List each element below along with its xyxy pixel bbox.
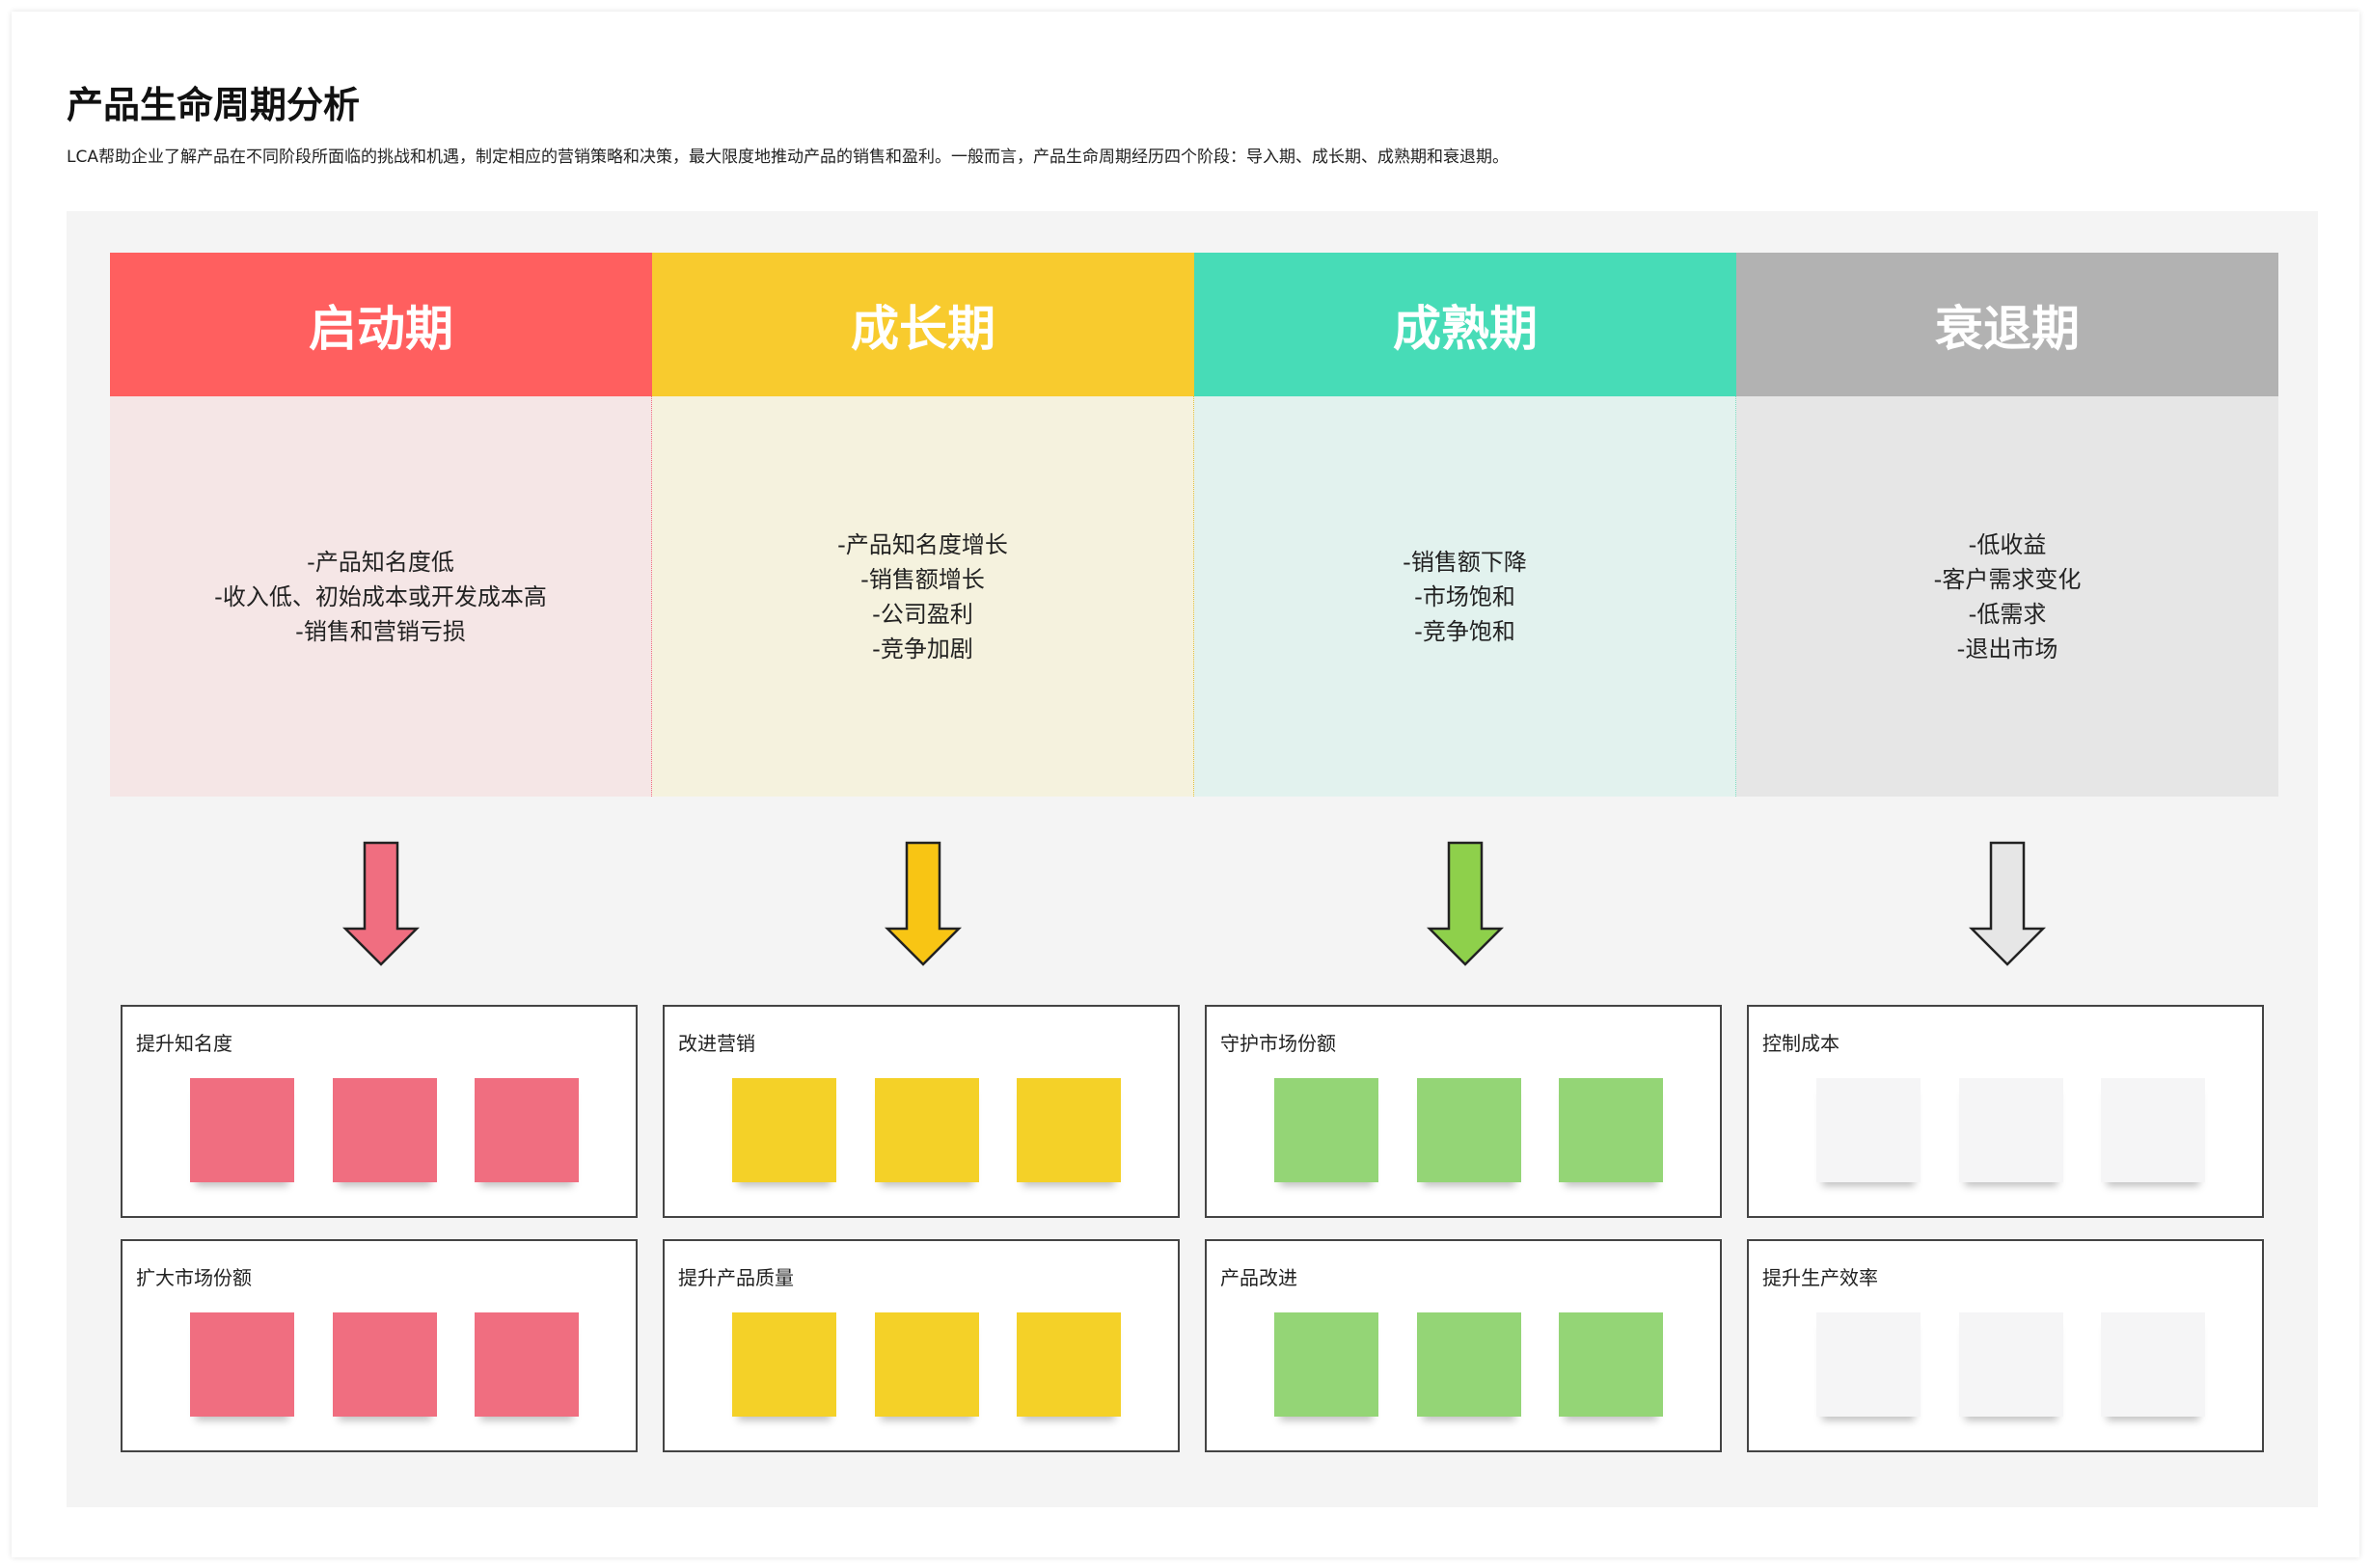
strategy-box[interactable]: 提升生产效率 [1747,1239,2264,1452]
stage-column: 成长期 -产品知名度增长 -销售额增长 -公司盈利 -竞争加剧 [652,253,1194,797]
stage-column: 成熟期 -销售额下降 -市场饱和 -竞争饱和 [1194,253,1736,797]
sticky-note[interactable] [190,1312,294,1417]
down-arrow-icon [885,841,962,966]
strategy-box[interactable]: 产品改进 [1205,1239,1722,1452]
sticky-note[interactable] [1959,1078,2063,1182]
page-description: LCA帮助企业了解产品在不同阶段所面临的挑战和机遇，制定相应的营销策略和决策，最… [67,148,1509,167]
sticky-note[interactable] [1559,1078,1663,1182]
sticky-note[interactable] [1017,1078,1121,1182]
sticky-note[interactable] [875,1078,979,1182]
strategy-label: 改进营销 [678,1032,755,1055]
strategy-label: 提升知名度 [136,1032,232,1055]
strategy-box[interactable]: 改进营销 [663,1005,1180,1218]
sticky-note[interactable] [875,1312,979,1417]
stage-characteristics: -低收益 -客户需求变化 -低需求 -退出市场 [1736,396,2278,797]
down-arrow-icon [1969,841,2046,966]
sticky-note[interactable] [333,1312,437,1417]
characteristic-item: -销售额下降 [1403,548,1527,576]
stage-column: 衰退期 -低收益 -客户需求变化 -低需求 -退出市场 [1736,253,2278,797]
stage-name: 成长期 [851,300,995,357]
stage-column: 启动期 -产品知名度低 -收入低、初始成本或开发成本高 -销售和营销亏损 [110,253,652,797]
stage-header: 启动期 [110,253,652,396]
down-arrow-icon [1427,841,1504,966]
strategy-label: 扩大市场份额 [136,1266,252,1289]
sticky-note[interactable] [1417,1078,1521,1182]
strategy-box[interactable]: 扩大市场份额 [121,1239,638,1452]
stage-characteristics: -产品知名度增长 -销售额增长 -公司盈利 -竞争加剧 [652,396,1194,797]
stage-name: 启动期 [309,300,453,357]
sticky-note[interactable] [1959,1312,2063,1417]
characteristic-item: -产品知名度低 [307,548,454,576]
strategy-label: 控制成本 [1762,1032,1840,1055]
characteristic-item: -销售额增长 [860,565,985,593]
characteristic-item: -低收益 [1968,530,2047,558]
sticky-note[interactable] [1417,1312,1521,1417]
stage-header: 衰退期 [1736,253,2278,396]
sticky-note[interactable] [1274,1312,1378,1417]
characteristic-item: -市场饱和 [1414,582,1515,610]
sticky-note[interactable] [475,1312,579,1417]
sticky-note[interactable] [2101,1078,2205,1182]
sticky-note[interactable] [1017,1312,1121,1417]
sticky-note[interactable] [1559,1312,1663,1417]
strategy-box[interactable]: 控制成本 [1747,1005,2264,1218]
stage-name: 成熟期 [1393,300,1538,357]
strategy-label: 提升生产效率 [1762,1266,1878,1289]
page-title: 产品生命周期分析 [67,84,361,126]
characteristic-item: -销售和营销亏损 [295,617,466,645]
strategy-box[interactable]: 守护市场份额 [1205,1005,1722,1218]
characteristic-item: -退出市场 [1956,635,2058,662]
sticky-note[interactable] [732,1312,836,1417]
strategy-box[interactable]: 提升知名度 [121,1005,638,1218]
stage-name: 衰退期 [1935,300,2080,357]
characteristic-item: -客户需求变化 [1933,565,2082,593]
characteristic-item: -公司盈利 [872,600,973,628]
characteristic-item: -收入低、初始成本或开发成本高 [214,582,547,610]
strategy-label: 守护市场份额 [1220,1032,1336,1055]
characteristic-item: -低需求 [1968,600,2047,628]
sticky-note[interactable] [1274,1078,1378,1182]
sticky-note[interactable] [475,1078,579,1182]
sticky-note[interactable] [732,1078,836,1182]
strategy-label: 提升产品质量 [678,1266,794,1289]
stage-header: 成熟期 [1194,253,1736,396]
characteristic-item: -产品知名度增长 [837,530,1008,558]
sticky-note[interactable] [1816,1078,1921,1182]
characteristic-item: -竞争饱和 [1414,617,1515,645]
sticky-note[interactable] [190,1078,294,1182]
characteristic-item: -竞争加剧 [872,635,973,662]
sticky-note[interactable] [333,1078,437,1182]
down-arrow-icon [342,841,420,966]
stage-characteristics: -销售额下降 -市场饱和 -竞争饱和 [1194,396,1736,797]
stage-header: 成长期 [652,253,1194,396]
stage-characteristics: -产品知名度低 -收入低、初始成本或开发成本高 -销售和营销亏损 [110,396,652,797]
strategy-label: 产品改进 [1220,1266,1297,1289]
sticky-note[interactable] [1816,1312,1921,1417]
sticky-note[interactable] [2101,1312,2205,1417]
strategy-box[interactable]: 提升产品质量 [663,1239,1180,1452]
